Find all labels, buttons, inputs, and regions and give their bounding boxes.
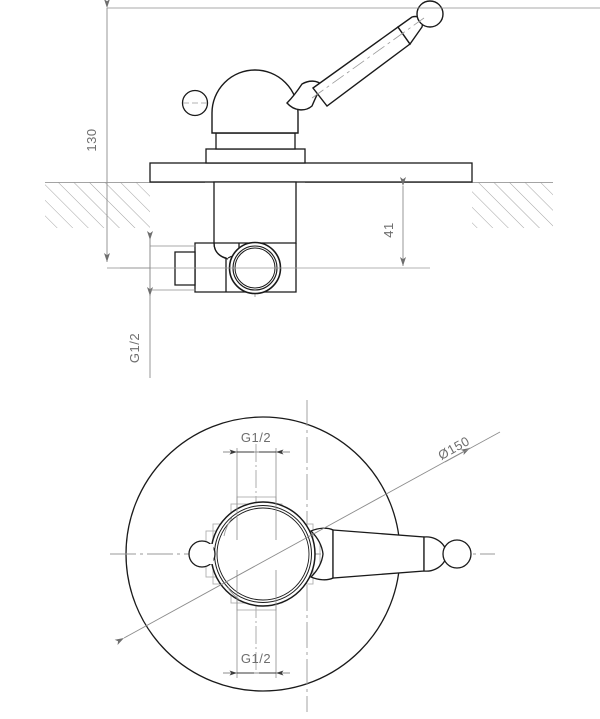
valve-collars-elevation — [205, 132, 306, 164]
dimension-41-label: 41 — [381, 222, 396, 237]
dimension-g12-elevation: G1/2 — [127, 231, 196, 378]
dimension-g12-top: G1/2 — [223, 430, 290, 540]
dimension-130-label: 130 — [84, 128, 99, 151]
elevation-view: 130 41 G1/2 — [45, 0, 600, 378]
valve-body-in-wall — [213, 181, 297, 244]
dimension-41: 41 — [381, 177, 406, 266]
dimension-dia150-label: Ø150 — [435, 433, 472, 463]
dimension-g12-bottom: G1/2 — [223, 570, 290, 678]
lever-axis-elevation — [311, 17, 425, 99]
wall-section-hatching — [45, 182, 553, 228]
lever-ball-finial-elevation — [416, 0, 444, 28]
escutcheon-plate-elevation — [149, 162, 473, 183]
dimension-130: 130 — [84, 0, 600, 269]
lever-handle-plan — [309, 527, 472, 581]
dimension-g12-top-label: G1/2 — [241, 430, 271, 445]
valve-cap-plan — [210, 501, 316, 607]
dimension-g12-bottom-label: G1/2 — [241, 651, 271, 666]
cap-left-boss-plan — [188, 540, 216, 568]
dimension-g12-elevation-label: G1/2 — [127, 333, 142, 363]
valve-dome-elevation — [211, 69, 299, 134]
plan-view: Ø150 G1/2 G1/2 — [110, 400, 501, 712]
